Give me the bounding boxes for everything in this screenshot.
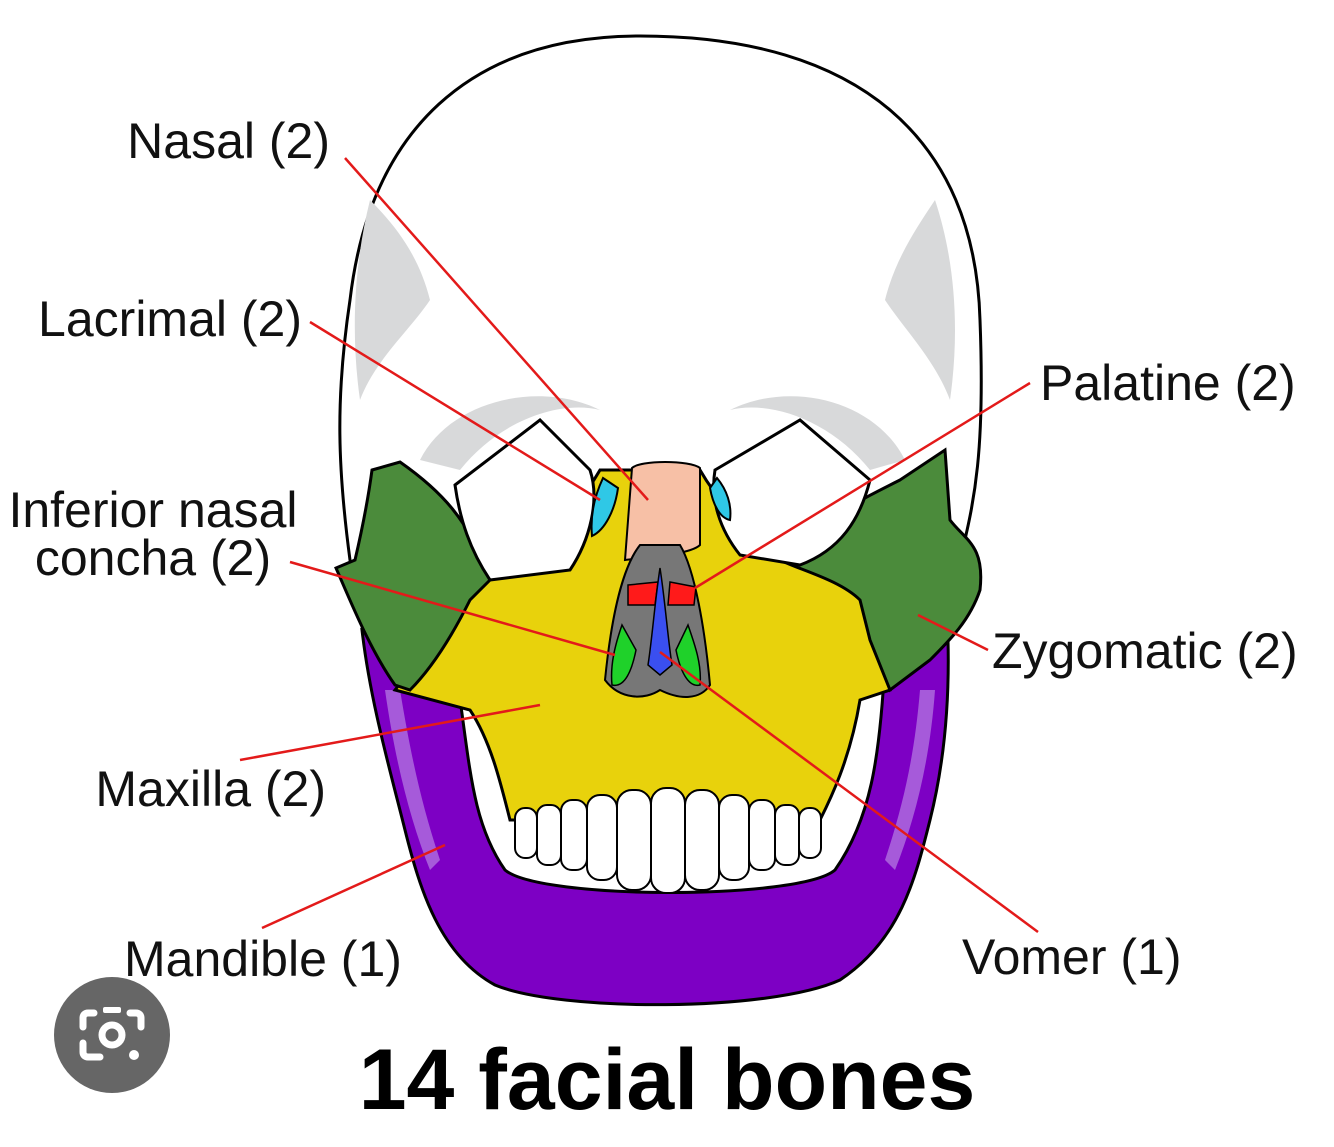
camera-search-icon[interactable] <box>54 977 170 1093</box>
camera-search-icon-glyph <box>54 977 170 1093</box>
label-inferior-nasal-concha: Inferior nasal concha (2) <box>0 486 306 582</box>
label-maxilla: Maxilla (2) <box>20 762 326 816</box>
label-palatine: Palatine (2) <box>1040 356 1296 410</box>
palatine-bone-left <box>628 582 658 605</box>
leader-line-mandible <box>262 845 445 928</box>
label-nasal: Nasal (2) <box>60 114 330 168</box>
label-lacrimal: Lacrimal (2) <box>0 292 302 346</box>
label-vomer: Vomer (1) <box>962 930 1182 984</box>
label-zygomatic: Zygomatic (2) <box>992 624 1298 678</box>
diagram-title: 14 facial bones <box>0 1030 1334 1130</box>
label-inferior-nasal-concha-line2: concha (2) <box>0 534 306 582</box>
palatine-bone-right <box>668 582 696 605</box>
label-inferior-nasal-concha-line1: Inferior nasal <box>0 486 306 534</box>
